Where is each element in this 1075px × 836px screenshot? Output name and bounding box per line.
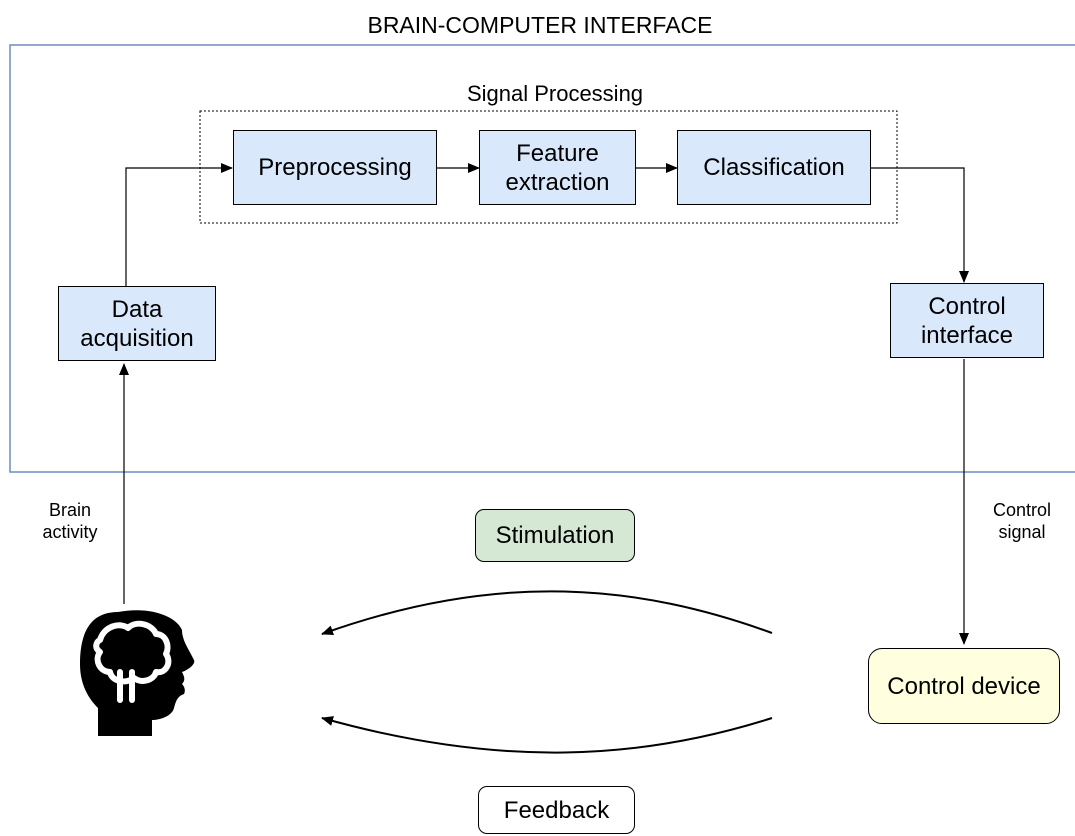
node-control-interface: Control interface	[890, 283, 1044, 358]
signal-processing-group	[199, 110, 898, 224]
node-feedback-label: Feedback	[503, 796, 610, 824]
node-data-acquisition: Data acquisition	[58, 286, 216, 361]
node-data-acquisition-label: Data acquisition	[80, 295, 194, 352]
bci-container-border	[9, 44, 1075, 473]
node-feedback: Feedback	[478, 786, 635, 834]
node-control-device-label: Control device	[887, 672, 1041, 700]
brain-head-icon	[80, 610, 195, 736]
node-feature-extraction: Feature extraction	[479, 130, 636, 205]
node-stimulation-label: Stimulation	[495, 522, 615, 549]
edge-acquisition-to-preprocessing	[125, 163, 233, 286]
node-classification: Classification	[677, 130, 871, 205]
diagram-title: BRAIN-COMPUTER INTERFACE	[367, 11, 713, 38]
node-control-device: Control device	[868, 648, 1060, 724]
edge-feedback-curve	[321, 716, 773, 754]
edge-label-brain-activity: Brain activity	[42, 500, 98, 542]
edge-stimulation-curve	[321, 590, 773, 635]
node-preprocessing-label: Preprocessing	[258, 154, 412, 181]
edge-label-control-signal: Control signal	[992, 500, 1052, 542]
node-stimulation: Stimulation	[475, 509, 635, 562]
node-preprocessing: Preprocessing	[233, 130, 437, 205]
signal-processing-label: Signal Processing	[466, 81, 644, 106]
node-feature-extraction-label: Feature extraction	[505, 139, 610, 196]
node-control-interface-label: Control interface	[920, 292, 1014, 349]
node-classification-label: Classification	[703, 154, 845, 181]
edge-classification-to-control-interface	[870, 167, 969, 283]
